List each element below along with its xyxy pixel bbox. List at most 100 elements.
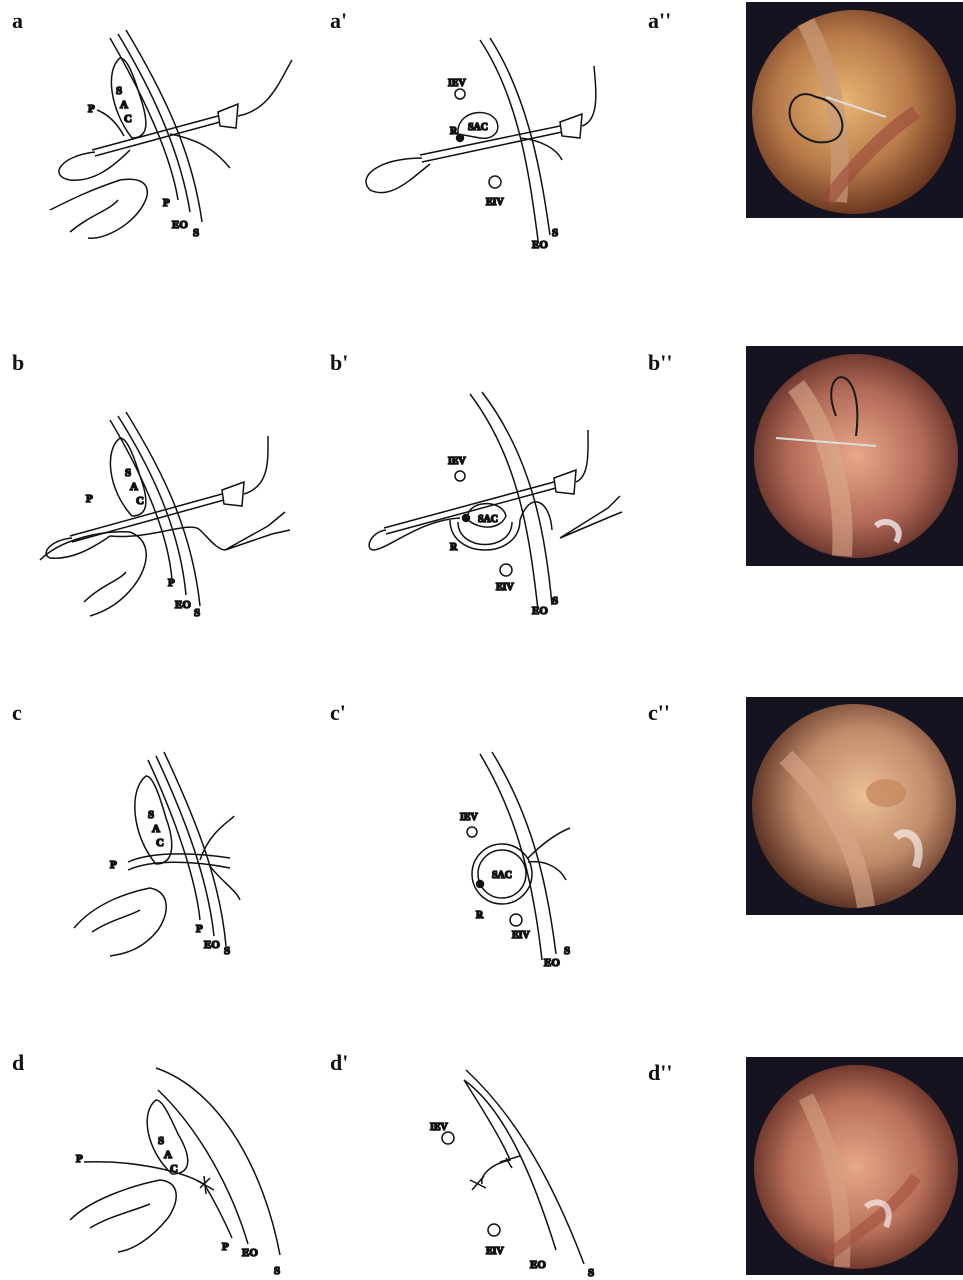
- suture-thread: [244, 436, 268, 494]
- suture-trail: [520, 138, 562, 160]
- diagram-d-sagittal: S A C P P EO S: [0, 1050, 320, 1277]
- svg-text:IEV: IEV: [448, 456, 467, 467]
- label-eo: EO: [175, 599, 191, 611]
- svg-text:EIV: EIV: [512, 930, 531, 941]
- grasper: [225, 512, 290, 550]
- diagram-d-axial: IEV EIV EO S: [320, 1050, 640, 1277]
- suture-thread: [238, 60, 292, 116]
- suture-thread: [582, 66, 596, 126]
- svg-text:EO: EO: [532, 605, 548, 617]
- cord-outline: [74, 888, 166, 956]
- label-r: R: [450, 126, 458, 137]
- panel-label-a-double-prime: a'': [648, 8, 671, 34]
- svg-text:S: S: [224, 945, 230, 957]
- needle-hub: [554, 470, 576, 494]
- svg-text:SAC: SAC: [478, 514, 498, 525]
- svg-text:C: C: [170, 1163, 178, 1175]
- svg-text:EO: EO: [544, 957, 560, 969]
- eiv-vessel: [489, 176, 501, 188]
- laparoscopic-photo-a: [746, 2, 963, 218]
- label-p-bottom: P: [196, 923, 203, 935]
- svg-text:R: R: [476, 910, 484, 921]
- eiv-vessel: [500, 564, 512, 576]
- suture-loop: [59, 150, 130, 180]
- svg-text:IEV: IEV: [460, 812, 479, 823]
- label-s-layer: S: [193, 227, 199, 239]
- label-p-left: P: [76, 1153, 83, 1165]
- r-marker: [477, 881, 484, 888]
- iev-vessel: [455, 89, 465, 99]
- suture-ring: [128, 854, 230, 870]
- svg-text:A: A: [164, 1149, 172, 1161]
- suture-trail: [528, 828, 570, 880]
- svg-text:EO: EO: [204, 939, 220, 951]
- suture-trail: [200, 816, 240, 900]
- cord-outline: [50, 179, 147, 238]
- cord-inner: [70, 200, 118, 232]
- svg-text:EIV: EIV: [496, 582, 515, 593]
- svg-text:IEV: IEV: [430, 1122, 449, 1133]
- label-p-top: P: [110, 859, 117, 871]
- svg-text:SAC: SAC: [492, 870, 512, 881]
- wall-line-p: [84, 1162, 232, 1238]
- svg-text:EO: EO: [242, 1247, 258, 1259]
- hernia-sac: [147, 1100, 188, 1174]
- iev-vessel: [455, 471, 465, 481]
- needle-hub: [560, 114, 582, 138]
- needle-shaft: [384, 482, 556, 534]
- label-eo: EO: [532, 239, 548, 251]
- needle-shaft: [420, 126, 562, 162]
- svg-text:S: S: [588, 1267, 594, 1279]
- r-marker: [463, 515, 470, 522]
- suture-loop: [369, 518, 460, 550]
- grasper: [560, 496, 622, 538]
- panel-label-c-prime: c': [330, 700, 346, 726]
- label-s: S: [116, 85, 122, 97]
- panel-label-c-double-prime: c'': [648, 700, 670, 726]
- laparoscopic-photo-d: [746, 1057, 963, 1275]
- svg-text:S: S: [552, 595, 558, 607]
- suture-knot: [196, 1176, 214, 1194]
- suture-path: [110, 527, 225, 550]
- wall-line-s: [156, 1068, 280, 1255]
- svg-text:S: S: [148, 809, 154, 821]
- svg-text:R: R: [450, 542, 458, 553]
- label-eiv: EIV: [486, 197, 505, 208]
- iev-vessel: [467, 827, 477, 837]
- needle-shaft: [92, 116, 220, 156]
- eiv-vessel: [488, 1224, 500, 1236]
- svg-text:A: A: [152, 823, 160, 835]
- needle-hub: [222, 482, 244, 506]
- hernia-sac: [111, 58, 145, 138]
- panel-label-b-prime: b': [330, 350, 348, 376]
- panel-label-c: c: [12, 700, 22, 726]
- diagram-c-sagittal: S A C P P EO S: [0, 740, 320, 970]
- eiv-vessel: [510, 914, 522, 926]
- svg-text:A: A: [130, 481, 138, 493]
- laparoscopic-photo-b: [746, 346, 963, 566]
- svg-text:S: S: [274, 1265, 280, 1277]
- svg-text:S: S: [564, 945, 570, 957]
- iev-vessel: [442, 1132, 454, 1144]
- suture-loop: [366, 158, 430, 193]
- panel-label-d-double-prime: d'': [648, 1060, 672, 1086]
- label-p-bottom: P: [168, 577, 175, 589]
- suture-thread: [576, 430, 588, 482]
- diagram-b-sagittal: S A C P P EO S: [0, 390, 320, 630]
- diagram-a-sagittal: S A C P P EO S: [0, 0, 320, 250]
- label-p-top: P: [86, 493, 93, 505]
- svg-text:S: S: [125, 467, 131, 479]
- label-s-layer: S: [552, 227, 558, 239]
- label-sac: SAC: [468, 122, 488, 133]
- suture-knot: [470, 1176, 486, 1190]
- label-p-bottom: P: [163, 197, 170, 209]
- label-p-bottom: P: [222, 1241, 229, 1253]
- svg-text:EO: EO: [530, 1259, 546, 1271]
- diagram-a-axial: IEV SAC R EIV EO S: [320, 0, 640, 260]
- svg-text:C: C: [136, 495, 144, 507]
- label-c: C: [124, 113, 132, 125]
- needle-hub: [218, 104, 238, 128]
- label-a: A: [120, 99, 128, 111]
- label-p-top: P: [88, 103, 95, 115]
- sac-inner: [458, 522, 512, 545]
